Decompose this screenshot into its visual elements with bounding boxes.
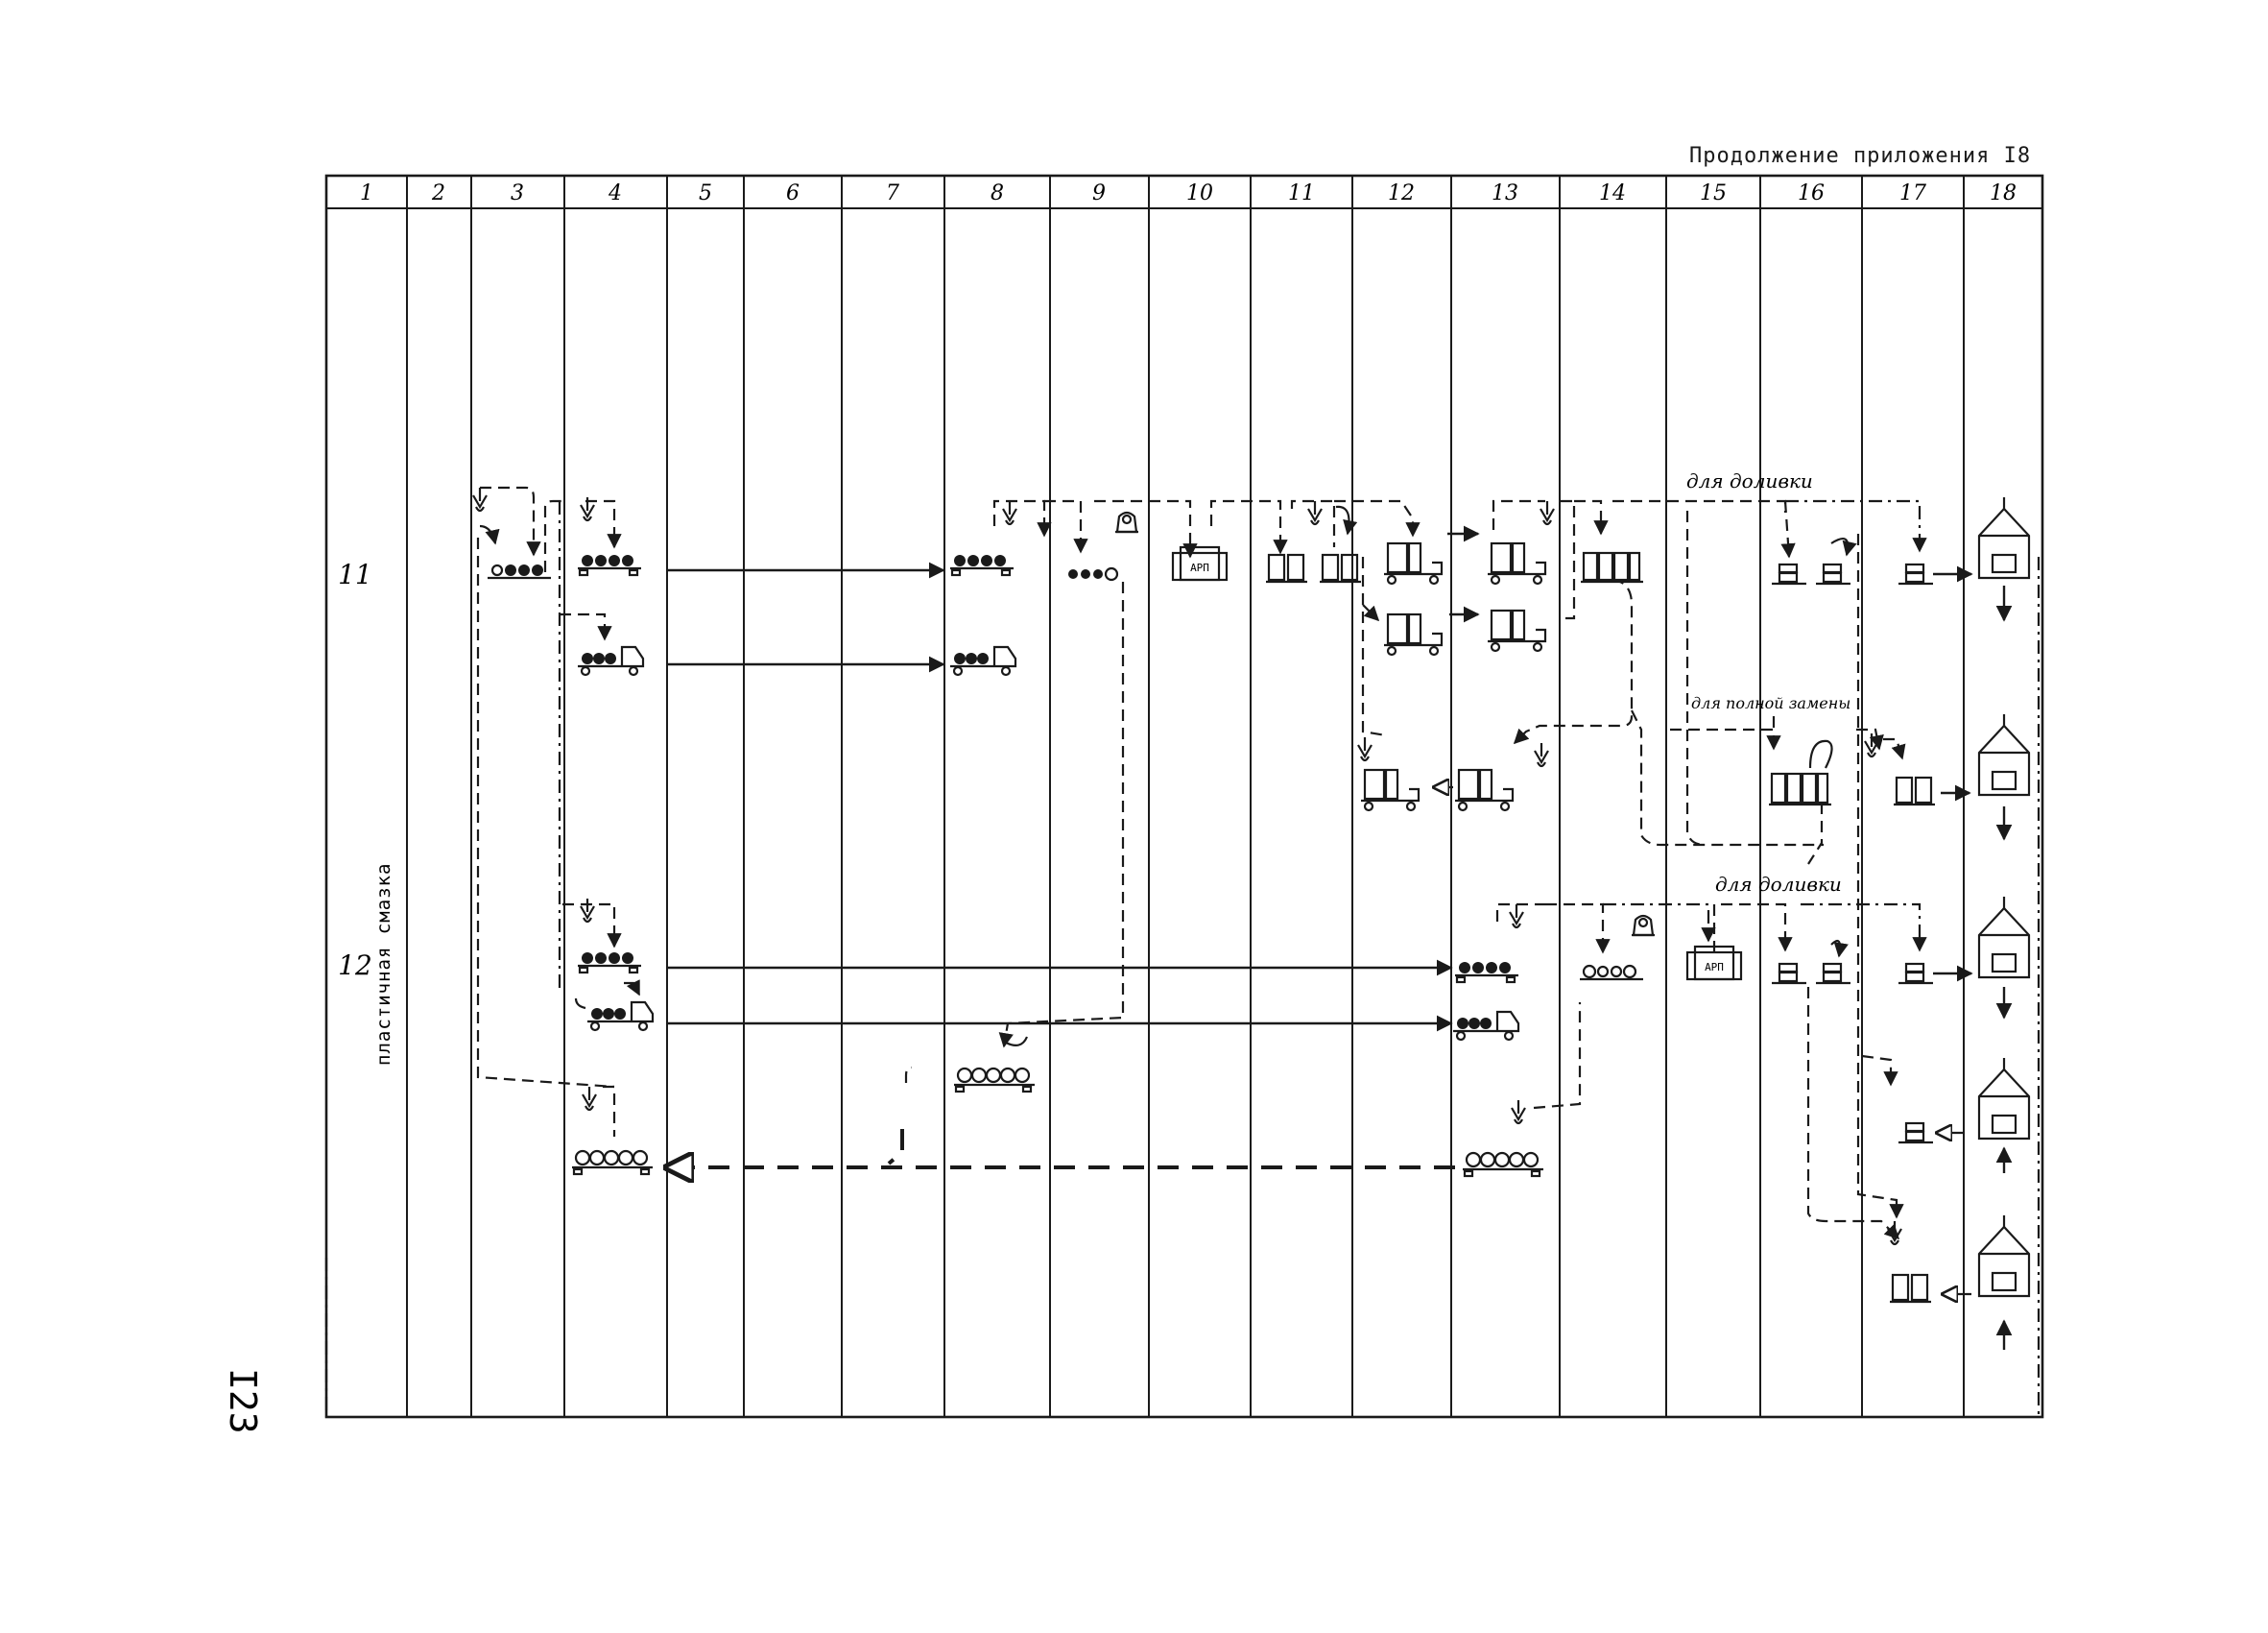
pallet-icon	[1068, 566, 1119, 582]
pallet-row-icon	[1453, 960, 1520, 984]
small-stack-icon	[1897, 1121, 1935, 1144]
cart-icon	[1453, 768, 1515, 812]
crane-hook-icon	[581, 1085, 598, 1112]
column-header: 10	[1186, 181, 1213, 205]
small-stack-icon	[1897, 563, 1935, 586]
drums-icon	[1888, 1273, 1933, 1304]
crane-hook-icon	[1356, 735, 1373, 762]
column-header: 9	[1092, 181, 1106, 205]
cart-icon	[1382, 612, 1444, 657]
small-stack-icon	[1814, 962, 1852, 985]
pallet-row-icon	[952, 1067, 1037, 1093]
row-number: 12	[338, 949, 372, 981]
column-header: 17	[1899, 181, 1926, 205]
row-12-flow: АРП	[562, 895, 2031, 1350]
annotation-full-replacement: для полной замены	[1691, 694, 1850, 712]
truck-icon	[948, 645, 1017, 677]
column-header: 14	[1599, 181, 1626, 205]
small-stack-icon	[1770, 563, 1808, 586]
truck-icon	[576, 645, 645, 677]
column-headers: 1 2 3 4 5 6 7 8 9 10 11 12 13 14 15 16 1…	[360, 181, 2017, 205]
storage-tank-icon	[1977, 712, 2031, 797]
storage-tank-icon	[1977, 1056, 2031, 1141]
drums-group-icon	[1581, 551, 1643, 584]
column-header: 11	[1288, 181, 1315, 205]
unit-label: АРП	[1705, 961, 1724, 973]
column-header: 8	[991, 181, 1004, 205]
column-header: 3	[511, 181, 524, 205]
small-stack-icon	[1814, 563, 1852, 586]
pallet-row-icon	[576, 950, 643, 974]
row-number: 11	[338, 559, 372, 590]
crane-hook-icon	[1306, 499, 1324, 526]
crane-hook-icon	[1539, 499, 1556, 526]
column-header: 5	[699, 181, 712, 205]
column-header: 7	[886, 181, 899, 205]
truck-icon	[585, 1000, 655, 1032]
drums-icon	[1264, 553, 1309, 584]
cart-icon	[1486, 609, 1547, 653]
column-header: 13	[1492, 181, 1518, 205]
annotation-top-refill: для доливки	[1686, 469, 1813, 492]
weight-icon	[1632, 914, 1655, 937]
column-header: 16	[1798, 181, 1825, 205]
column-header: 2	[431, 181, 445, 205]
row-11-flow: АРП	[471, 486, 2041, 1417]
column-header: 15	[1700, 181, 1727, 205]
column-header: 12	[1388, 181, 1415, 205]
cart-icon	[1359, 768, 1420, 812]
table-frame	[324, 174, 2044, 1419]
annotation-bottom-refill: для доливки	[1715, 873, 1842, 896]
pallet-row-icon	[1461, 1151, 1545, 1178]
pallet-icon	[1580, 964, 1643, 981]
crane-hook-icon	[1886, 1219, 1903, 1246]
small-stack-icon	[1770, 962, 1808, 985]
header-note: Продолжение приложения I8	[1689, 144, 2032, 168]
crane-hook-icon	[1533, 741, 1550, 768]
crane-hook-icon	[1001, 499, 1018, 526]
small-stack-icon	[1897, 962, 1935, 985]
cart-icon	[1382, 541, 1444, 586]
pallet-icon	[488, 564, 551, 580]
column-header: 6	[786, 181, 800, 205]
dispensing-unit: АРП	[1171, 545, 1229, 582]
cart-icon	[1486, 541, 1547, 586]
storage-tank-icon	[1977, 895, 2031, 979]
truck-icon	[1451, 1010, 1520, 1042]
storage-tank-icon	[1977, 495, 2031, 580]
row-description: пластичная смазка	[373, 863, 394, 1066]
unit-label: АРП	[1190, 562, 1209, 574]
drums-icon	[1318, 553, 1363, 584]
crane-hook-icon	[1510, 1098, 1527, 1125]
crane-hook-icon	[471, 486, 489, 513]
full-replacement-flow	[1356, 511, 2031, 865]
pallet-row-icon	[576, 553, 643, 577]
column-header: 4	[608, 181, 622, 205]
column-header: 1	[360, 181, 373, 205]
page-number: I23	[222, 1368, 264, 1434]
drums-group-icon	[1769, 772, 1831, 806]
weight-icon	[1115, 511, 1138, 534]
crane-hook-icon	[1508, 902, 1525, 929]
pallet-row-icon	[570, 1149, 655, 1176]
drums-icon	[1892, 776, 1937, 806]
storage-tank-icon	[1977, 1213, 2031, 1298]
crane-hook-icon	[579, 897, 596, 924]
column-header: 18	[1990, 181, 2017, 205]
pallet-row-icon	[948, 553, 1015, 577]
